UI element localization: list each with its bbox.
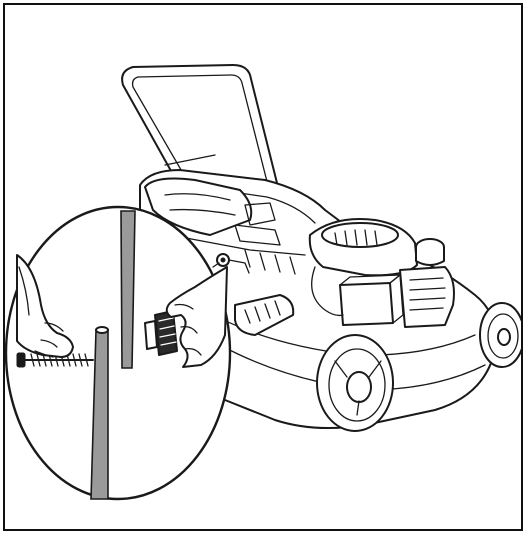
callout-connector xyxy=(212,262,220,268)
handle-bar xyxy=(121,64,288,256)
right-hand xyxy=(165,266,228,368)
rear-wheel xyxy=(316,334,394,432)
engine xyxy=(308,218,455,328)
front-wheel xyxy=(479,302,521,368)
handle-tube-upper xyxy=(120,210,136,369)
grass-collector xyxy=(144,177,276,236)
locking-knob xyxy=(144,310,178,356)
height-adjust-lever xyxy=(234,294,295,336)
handle-pivot-knob xyxy=(216,253,250,274)
handle-tube-lower xyxy=(90,326,109,500)
detail-callout xyxy=(5,205,232,501)
left-hand xyxy=(16,254,74,358)
figure-frame xyxy=(3,3,523,531)
assembly-illustration xyxy=(5,64,521,501)
carriage-bolt xyxy=(16,352,94,368)
